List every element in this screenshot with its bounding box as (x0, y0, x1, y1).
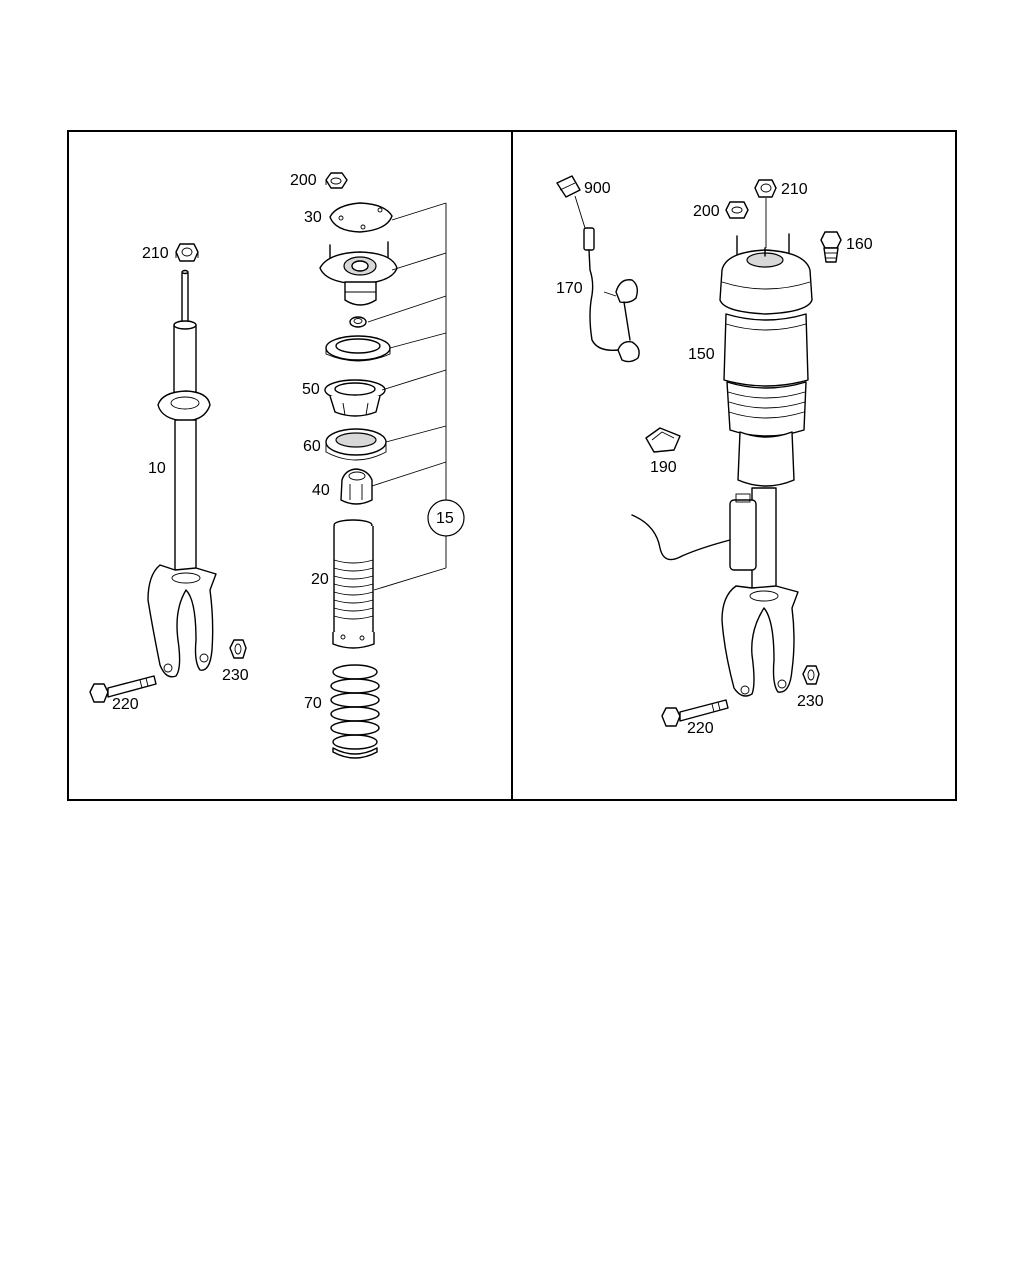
callout-220-right: 220 (687, 720, 714, 737)
callout-15: 15 (436, 510, 454, 527)
part-160-valve (820, 231, 842, 263)
callout-50: 50 (302, 381, 320, 398)
callout-200-right: 200 (693, 203, 720, 220)
part-230-nut-right (802, 665, 820, 685)
callout-210-right: 210 (781, 181, 808, 198)
part-150-air-strut (631, 233, 813, 697)
part-50-pad (324, 379, 386, 417)
callout-170: 170 (556, 280, 583, 297)
part-230-nut-left (229, 639, 247, 659)
part-30-plate (329, 202, 393, 233)
part-ring (325, 335, 391, 362)
callout-70: 70 (304, 695, 322, 712)
callout-900: 900 (584, 180, 611, 197)
part-190-clip (645, 427, 681, 453)
part-200-nut-left (325, 172, 348, 189)
part-200-nut-right (725, 201, 749, 219)
part-220-bolt-right (661, 699, 729, 727)
callout-190: 190 (650, 459, 677, 476)
group-15-bracket (367, 202, 465, 591)
diagram-frame (67, 130, 957, 801)
part-40-bump-stop (340, 468, 373, 505)
callout-230-left: 230 (222, 667, 249, 684)
part-70-spring (330, 664, 380, 759)
part-210-nut-left (175, 243, 199, 262)
part-10-strut (147, 269, 217, 678)
part-900-tag (556, 175, 586, 229)
part-220-bolt-left (89, 675, 157, 703)
callout-40: 40 (312, 482, 330, 499)
callout-220-left: 220 (112, 696, 139, 713)
part-60-ring (325, 428, 387, 461)
callout-20: 20 (311, 571, 329, 588)
part-170-sensor-cable (583, 227, 640, 363)
callout-160: 160 (846, 236, 873, 253)
part-small-bushing (349, 316, 367, 328)
part-20-dust-boot (332, 519, 375, 649)
callout-150: 150 (688, 346, 715, 363)
callout-30: 30 (304, 209, 322, 226)
part-upper-mount (319, 241, 398, 306)
callout-200-left: 200 (290, 172, 317, 189)
callout-210-left: 210 (142, 245, 169, 262)
callout-10: 10 (148, 460, 166, 477)
part-210-nut-right (754, 179, 777, 248)
callout-60: 60 (303, 438, 321, 455)
callout-230-right: 230 (797, 693, 824, 710)
